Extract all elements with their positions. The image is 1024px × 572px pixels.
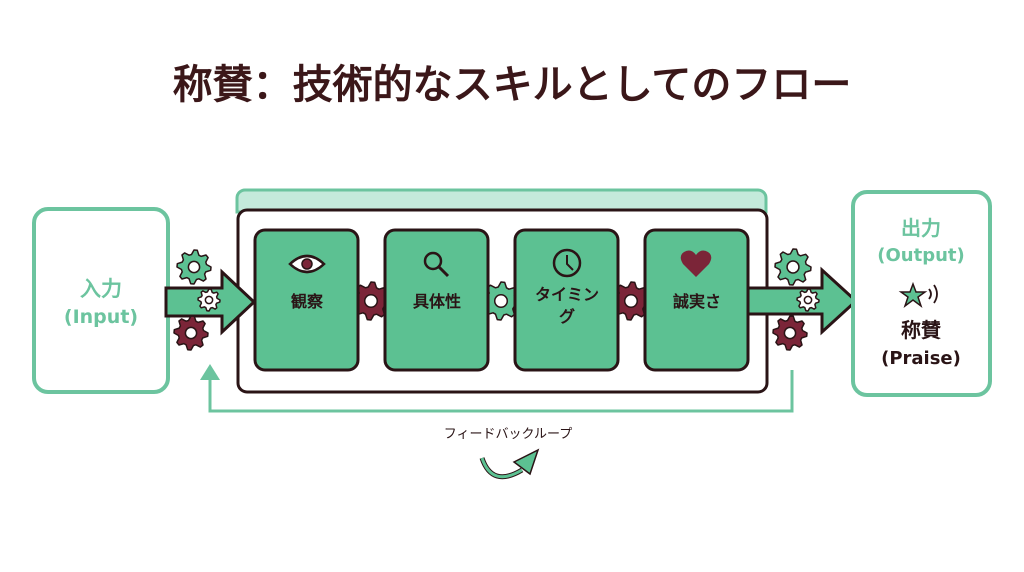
gear-icon [611,281,651,321]
output-label: 出力 [901,216,941,240]
process-tab [235,188,768,214]
page-title: 称賛：技術的なスキルとしてのフロー [173,62,852,108]
output-result-sub: (Praise) [881,348,961,369]
gear-icon [176,249,212,285]
eye-icon [288,254,326,274]
cycle-arrow-icon [479,448,540,480]
feedback-loop-line [208,370,794,413]
step-specificity: 具体性 [383,228,490,372]
output-result: 称賛 [901,318,942,342]
gear-icon [774,248,812,286]
gear-icon [796,288,820,312]
gear-icon [772,315,808,351]
input-label: 入力 [80,277,122,301]
gear-icon [197,288,221,312]
magnifier-icon [423,251,450,278]
step-label: タイミン [535,285,599,304]
step-label-line2: グ [559,307,575,326]
step-label: 観察 [291,292,324,311]
feedback-arrowhead [200,364,220,380]
gear-icon [173,315,209,351]
input-sub: (Input) [64,306,138,328]
step-sincerity: 誠実さ [643,228,750,372]
heart-icon [680,250,712,277]
step-label: 誠実さ [673,292,721,311]
step-observation: 観察 [253,228,360,372]
step-label: 具体性 [413,292,461,311]
output-sub: (Output) [877,245,964,266]
gear-icon [351,281,391,321]
step-timing: タイミン グ [513,228,620,372]
feedback-label: フィードバックループ [444,427,573,442]
gear-icon [481,281,521,321]
clock-icon [552,248,582,278]
star-with-sound-icon [898,281,938,309]
